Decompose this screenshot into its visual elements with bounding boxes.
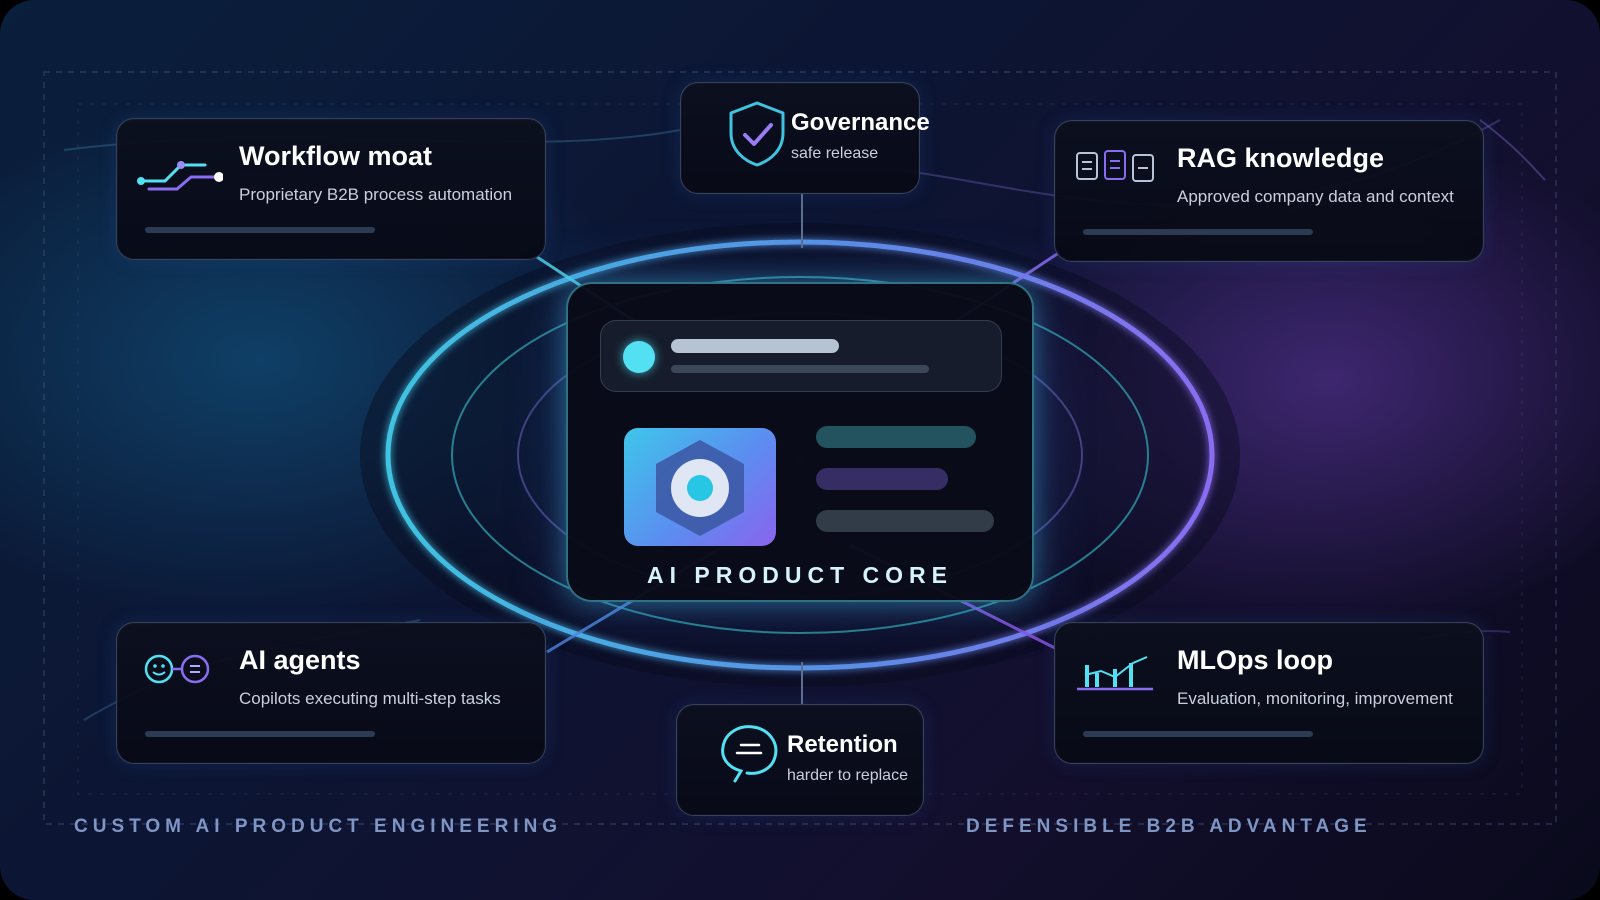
core-line-teal [816,426,976,448]
feature-card-workflow-moat[interactable]: Workflow moat Proprietary B2B process au… [116,118,546,260]
retention-card[interactable]: Retention harder to replace [676,704,924,816]
ai-agents-subtitle: Copilots executing multi-step tasks [239,689,501,708]
document-columns-icon [1076,150,1154,182]
status-dot [623,341,655,373]
workflow-moat-subtitle: Proprietary B2B process automation [239,185,513,204]
footer-label-right: DEFENSIBLE B2B ADVANTAGE [966,816,1372,837]
core-header-bar [600,320,1002,392]
core-line-gray [816,510,994,532]
ai-agents-title: AI agents [239,645,361,675]
mlops-loop-subtitle: Evaluation, monitoring, improvement [1177,689,1453,708]
workflow-moat-title: Workflow moat [239,141,433,171]
chat-bubble-icon [721,725,778,783]
rag-knowledge-bar [1083,229,1313,235]
core-header-line-primary [671,339,839,353]
feature-card-ai-agents[interactable]: AI agents Copilots executing multi-step … [116,622,546,764]
core-header-line-secondary [671,365,929,373]
rag-knowledge-title: RAG knowledge [1177,143,1385,173]
governance-card[interactable]: Governance safe release [680,82,930,194]
feature-card-rag-knowledge[interactable]: RAG knowledge Approved company data and … [1054,120,1484,262]
ai-agents-bar [145,731,375,737]
footer-label-left: CUSTOM AI PRODUCT ENGINEERING [74,816,563,837]
feature-card-mlops-loop[interactable]: MLOps loop Evaluation, monitoring, impro… [1054,622,1484,764]
ai-product-core-card[interactable]: AI PRODUCT CORE [566,282,1034,602]
bar-chart-icon [1077,656,1153,691]
rag-knowledge-subtitle: Approved company data and context [1177,187,1454,206]
agents-faces-icon [144,654,210,684]
governance-title: Governance [791,109,930,136]
core-label: AI PRODUCT CORE [647,562,953,588]
retention-subtitle: harder to replace [787,767,908,784]
governance-subtitle: safe release [791,145,879,162]
shield-check-icon [729,101,785,167]
core-line-purple [816,468,948,490]
retention-title: Retention [787,731,898,758]
workflow-path-icon [137,161,223,191]
workflow-moat-bar [145,227,375,233]
mlops-loop-bar [1083,731,1313,737]
mlops-loop-title: MLOps loop [1177,645,1333,675]
hexagon-target-icon [624,428,776,546]
